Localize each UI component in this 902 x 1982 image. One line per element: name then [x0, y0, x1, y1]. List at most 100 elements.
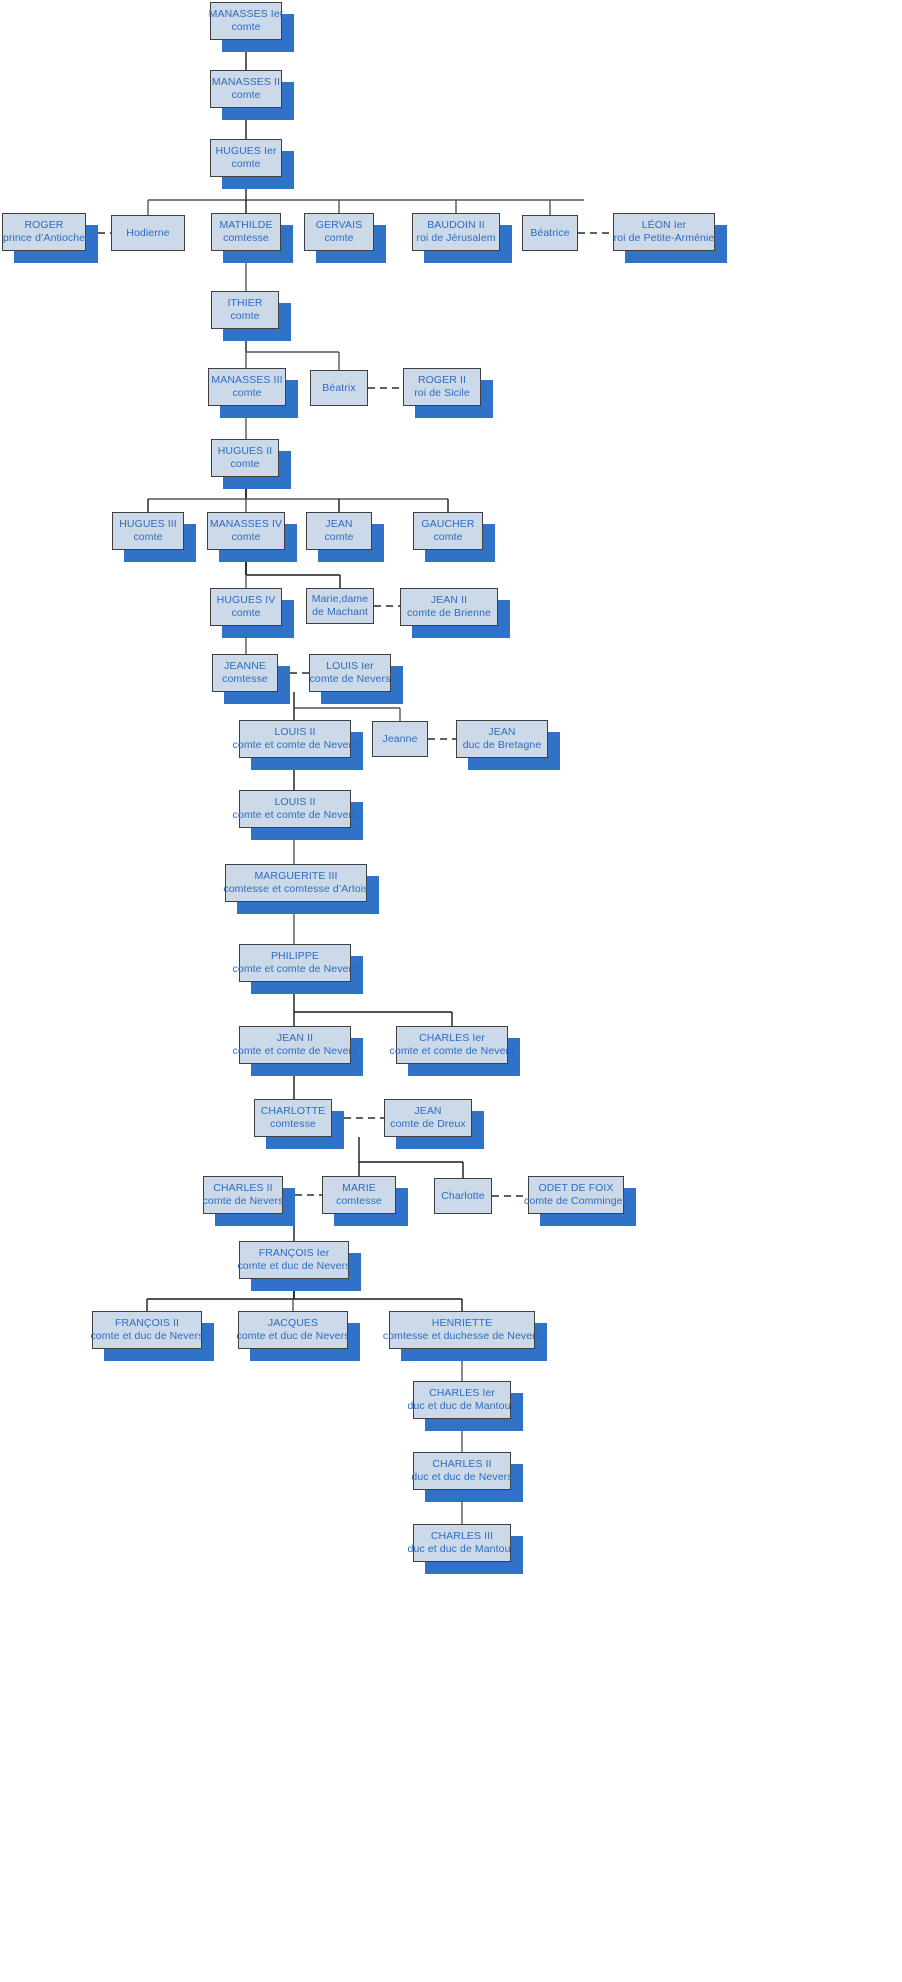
person-name: MANASSES II	[211, 76, 281, 89]
person-title: roi de Sicile	[414, 387, 470, 399]
person-name: MATHILDE	[219, 219, 273, 232]
person-name: MARGUERITE III	[254, 870, 338, 883]
person-title: de Machant	[312, 606, 368, 618]
person-title: comte et duc de Nevers	[90, 1330, 204, 1342]
person-name: MARIE	[342, 1182, 376, 1195]
person-name: CHARLES II	[213, 1182, 273, 1195]
person-name: FRANÇOIS Ier	[258, 1247, 330, 1260]
person-name: JEAN II	[430, 594, 468, 607]
person-name: LOUIS II	[274, 796, 316, 809]
person-name: CHARLES Ier	[419, 1032, 485, 1045]
person-name: Béatrice	[530, 226, 570, 239]
person-name: JEAN	[488, 726, 516, 739]
person-name: BAUDOIN II	[427, 219, 485, 232]
person-name: ODET DE FOIX	[538, 1182, 614, 1195]
person-node-charlotte_s[interactable]: Charlotte	[434, 1178, 492, 1214]
person-node-beatrix[interactable]: Béatrix	[310, 370, 368, 406]
person-name: MANASSES Ier	[208, 8, 284, 21]
person-name: ROGER II	[417, 374, 467, 387]
person-title: comte et comte de Nevers	[232, 1045, 358, 1057]
person-node-hodierne[interactable]: Hodierne	[111, 215, 185, 251]
person-title: comte	[230, 310, 260, 322]
person-name: Hodierne	[126, 226, 170, 239]
person-title: comte	[230, 458, 260, 470]
person-name: CHARLES III	[430, 1530, 494, 1543]
person-node-beatrice[interactable]: Béatrice	[522, 215, 578, 251]
person-title: duc et duc de Mantoue	[407, 1543, 517, 1555]
person-name: HENRIETTE	[431, 1317, 493, 1330]
person-title: comtesse	[270, 1118, 316, 1130]
person-name: MANASSES III	[211, 374, 283, 387]
person-name: CHARLOTTE	[260, 1105, 326, 1118]
person-node-jeanne_s[interactable]: Jeanne	[372, 721, 428, 757]
person-name: ROGER	[24, 219, 64, 232]
person-title: prince d’Antioche	[2, 232, 86, 244]
person-title: comte	[133, 531, 163, 543]
person-title: comtesse	[336, 1195, 382, 1207]
person-name: JEAN	[414, 1105, 442, 1118]
person-title: comte	[232, 387, 262, 399]
person-name: LÉON Ier	[641, 219, 687, 232]
person-title: comte et duc de Nevers	[236, 1330, 350, 1342]
person-title: comtesse	[222, 673, 268, 685]
person-title: comte et comte de Nevers	[232, 809, 358, 821]
person-name: HUGUES II	[217, 445, 273, 458]
person-name: LOUIS Ier	[326, 660, 374, 673]
person-title: comte	[231, 158, 261, 170]
person-name: HUGUES III	[119, 518, 177, 531]
person-title: comte	[324, 232, 354, 244]
person-name: HUGUES Ier	[215, 145, 277, 158]
person-title: comte et comte de Nevers	[389, 1045, 515, 1057]
person-name: HUGUES IV	[216, 594, 276, 607]
person-name: Marie,dame	[311, 593, 369, 606]
person-name: JEAN	[325, 518, 353, 531]
person-title: duc de Bretagne	[462, 739, 542, 751]
person-name: ITHIER	[227, 297, 263, 310]
person-name: Béatrix	[322, 381, 356, 394]
person-name: Jeanne	[382, 732, 418, 745]
person-title: comte de Brienne	[407, 607, 491, 619]
